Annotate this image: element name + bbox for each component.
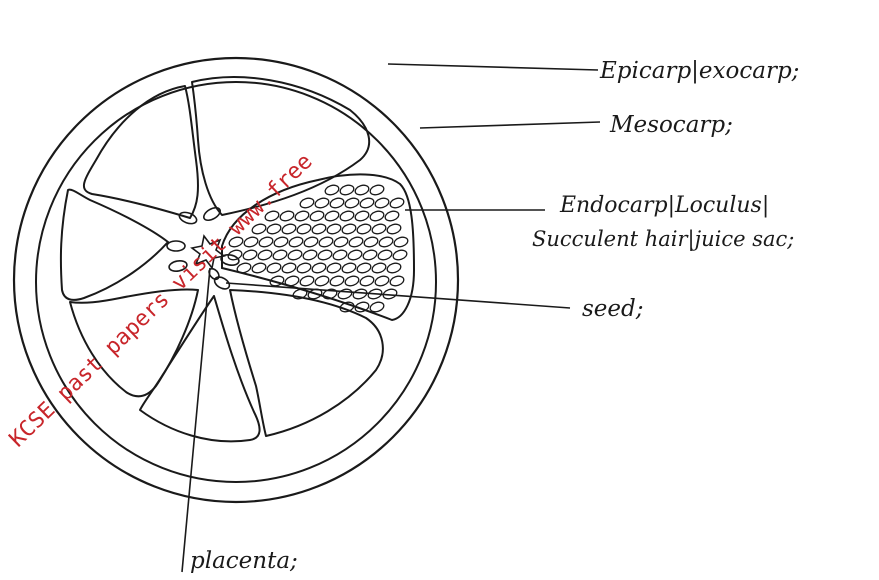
juice-sac: [352, 288, 368, 301]
juice-sac: [251, 262, 267, 275]
segment-top-left: [84, 86, 198, 218]
juice-sac: [339, 210, 355, 223]
juice-sac: [329, 197, 345, 210]
juice-sac: [374, 197, 390, 210]
juice-sac: [243, 236, 259, 249]
juice-sac: [389, 197, 405, 210]
juice-sac: [258, 236, 274, 249]
juice-sac: [344, 275, 360, 288]
juice-sac: [273, 236, 289, 249]
leader-placenta: [182, 268, 210, 572]
juice-sac: [389, 275, 405, 288]
juice-sac: [309, 210, 325, 223]
juice-sac: [333, 236, 349, 249]
juice-sac: [347, 249, 363, 262]
juice-sac: [332, 249, 348, 262]
leader-seed: [226, 283, 570, 308]
juice-sac: [318, 236, 334, 249]
label-seed: seed;: [582, 296, 644, 322]
label-placenta: placenta;: [190, 548, 298, 574]
juice-sac: [329, 275, 345, 288]
juice-sac: [341, 223, 357, 236]
juice-sac: [299, 275, 315, 288]
label-mesocarp: Mesocarp;: [609, 112, 733, 138]
juice-sac: [356, 262, 372, 275]
juice-sac: [392, 249, 408, 262]
juice-sac: [386, 262, 402, 275]
juice-sac: [377, 249, 393, 262]
juice-sac: [362, 249, 378, 262]
label-endocarp-line1: Endocarp|Loculus|: [559, 193, 769, 218]
mesocarp-inner-outline: [36, 82, 436, 482]
juice-sac: [371, 262, 387, 275]
seed-3: [167, 241, 185, 251]
juice-sac: [314, 275, 330, 288]
leader-lines: [182, 64, 600, 572]
juice-sac: [296, 223, 312, 236]
leader-mesocarp: [420, 122, 600, 128]
juice-sac: [374, 275, 390, 288]
juice-sac: [294, 210, 310, 223]
juice-sac: [314, 197, 330, 210]
juice-sac: [384, 210, 400, 223]
juice-sac: [393, 236, 409, 249]
juice-sac: [341, 262, 357, 275]
juice-sac: [359, 197, 375, 210]
label-endocarp-line2: Succulent hair|juice sac;: [532, 227, 794, 252]
juice-sac: [337, 288, 353, 301]
juice-sac: [363, 236, 379, 249]
juice-sac: [311, 262, 327, 275]
juice-sac: [348, 236, 364, 249]
juice-sac: [339, 184, 355, 197]
juice-sac: [281, 262, 297, 275]
juice-sac: [326, 223, 342, 236]
juice-sac: [324, 210, 340, 223]
juice-sac: [386, 223, 402, 236]
juice-sac: [299, 197, 315, 210]
juice-sac: [354, 210, 370, 223]
juice-sac: [344, 197, 360, 210]
juice-sac: [302, 249, 318, 262]
juice-sac: [287, 249, 303, 262]
juice-sac: [281, 223, 297, 236]
juice-sac: [266, 262, 282, 275]
seed-2: [202, 205, 223, 223]
juice-sac: [359, 275, 375, 288]
juice-sac: [378, 236, 394, 249]
juice-sac: [296, 262, 312, 275]
leader-epicarp: [388, 64, 598, 70]
juice-sac: [354, 184, 370, 197]
watermark-text: KCSE past papers visit www.free: [5, 149, 318, 452]
juice-sac: [266, 223, 282, 236]
juice-sac: [324, 184, 340, 197]
juice-sac: [317, 249, 333, 262]
juice-sac: [369, 184, 385, 197]
juice-sac: [326, 262, 342, 275]
juice-sac: [279, 210, 295, 223]
juice-sac: [371, 223, 387, 236]
juice-sac: [356, 223, 372, 236]
juice-sac: [288, 236, 304, 249]
juice-sac: [242, 249, 258, 262]
label-epicarp: Epicarp|exocarp;: [599, 58, 799, 84]
juice-sac: [303, 236, 319, 249]
juice-sac: [272, 249, 288, 262]
juice-sac: [369, 210, 385, 223]
juice-sac: [311, 223, 327, 236]
juice-sac: [257, 249, 273, 262]
